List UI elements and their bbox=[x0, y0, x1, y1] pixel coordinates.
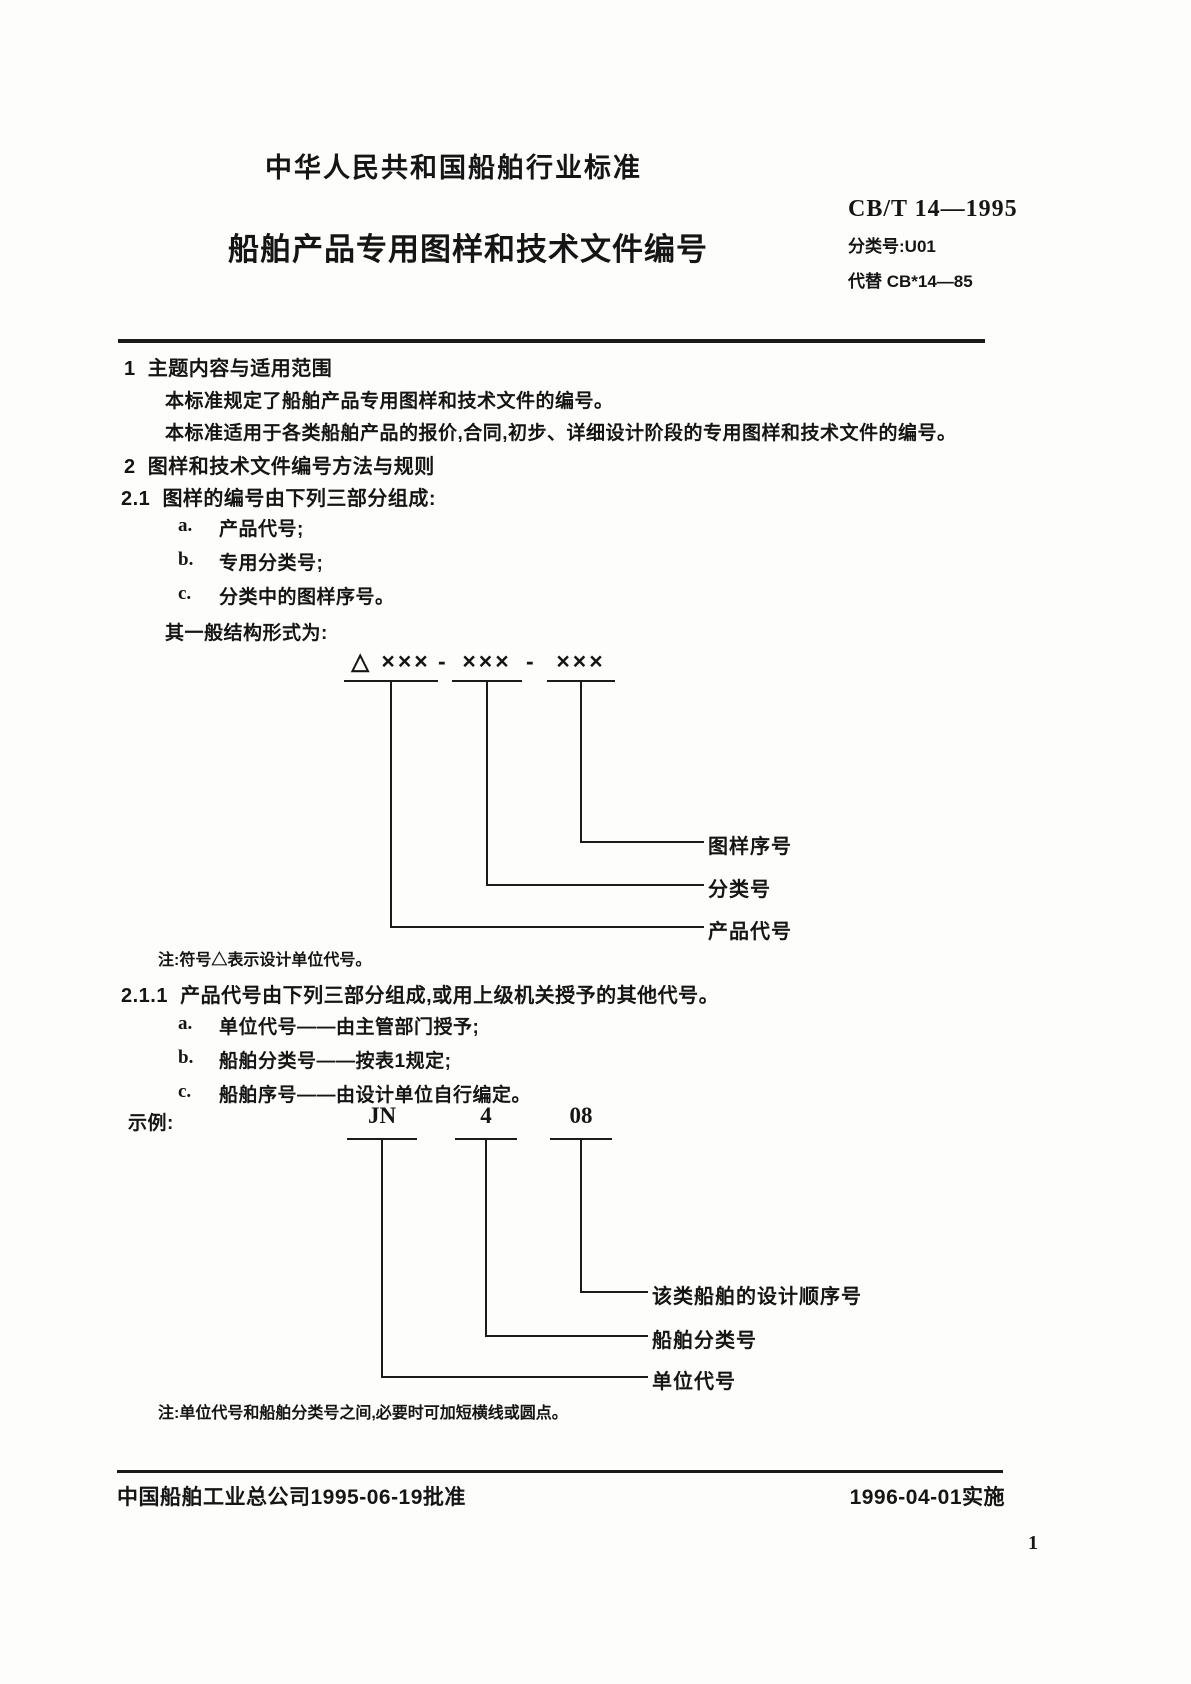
connector-line-horizontal bbox=[390, 926, 704, 928]
formula-label-drawing-serial: 图样序号 bbox=[708, 836, 792, 858]
example-label-design-sequence: 该类船舶的设计顺序号 bbox=[652, 1286, 862, 1308]
connector-line-vertical bbox=[486, 680, 488, 886]
connector-line-vertical bbox=[390, 680, 392, 928]
connector-line-horizontal bbox=[485, 1335, 648, 1337]
list-item-letter: b. bbox=[178, 549, 194, 570]
connector-line-vertical bbox=[381, 1138, 383, 1378]
formula-label-product-code: 产品代号 bbox=[708, 921, 792, 943]
section-2-1-heading: 2.1 图样的编号由下列三部分组成: bbox=[121, 482, 436, 511]
section-2-title: 图样和技术文件编号方法与规则 bbox=[147, 456, 435, 478]
structure-intro: 其一般结构形式为: bbox=[165, 623, 328, 644]
implementation-date: 1996-04-01实施 bbox=[849, 1486, 1005, 1509]
list-item-text: 专用分类号; bbox=[219, 553, 324, 574]
example-code-class: 4 bbox=[480, 1103, 492, 1128]
formula-dash: - bbox=[438, 648, 449, 674]
section-2-1-1-number: 2.1.1 bbox=[121, 985, 168, 1007]
connector-line-vertical bbox=[580, 680, 582, 843]
list-item-text: 产品代号; bbox=[219, 519, 304, 540]
note-triangle-symbol: 注:符号△表示设计单位代号。 bbox=[158, 952, 372, 969]
formula-group-product-code: △ ××× bbox=[351, 648, 431, 674]
list-item-letter: b. bbox=[178, 1047, 194, 1068]
section-1-paragraph-1: 本标准规定了船舶产品专用图样和技术文件的编号。 bbox=[165, 391, 614, 412]
section-1-title: 主题内容与适用范围 bbox=[147, 358, 333, 380]
list-item-text: 船舶分类号——按表1规定; bbox=[219, 1051, 452, 1072]
connector-line-horizontal bbox=[381, 1376, 648, 1378]
section-2-number: 2 bbox=[124, 456, 136, 478]
approval-statement: 中国船舶工业总公司1995-06-19批准 bbox=[117, 1486, 466, 1509]
section-2-1-text: 图样的编号由下列三部分组成: bbox=[162, 488, 437, 510]
formula-group-class-no: ××× bbox=[462, 648, 512, 674]
replaces-label: 代替 CB*14—85 bbox=[848, 272, 973, 291]
example-code-unit: JN bbox=[367, 1103, 397, 1128]
formula-label-class-no: 分类号 bbox=[708, 879, 771, 901]
formula-group-serial-no: ××× bbox=[556, 648, 606, 674]
section-2-1-1-heading: 2.1.1 产品代号由下列三部分组成,或用上级机关授予的其他代号。 bbox=[121, 979, 719, 1008]
page-number: 1 bbox=[1028, 1532, 1038, 1554]
connector-line-vertical bbox=[580, 1138, 582, 1293]
industry-standard-label: 中华人民共和国船舶行业标准 bbox=[265, 153, 642, 183]
connector-line-horizontal bbox=[580, 841, 704, 843]
section-1-number: 1 bbox=[124, 358, 136, 380]
list-item-text: 单位代号——由主管部门授予; bbox=[219, 1017, 480, 1038]
note-separator: 注:单位代号和船舶分类号之间,必要时可加短横线或圆点。 bbox=[158, 1405, 568, 1422]
classification-number: 分类号:U01 bbox=[848, 237, 936, 256]
section-1-heading: 1 主题内容与适用范围 bbox=[124, 352, 332, 381]
section-2-1-number: 2.1 bbox=[121, 488, 151, 510]
connector-line-horizontal bbox=[580, 1291, 648, 1293]
formula-dash: - bbox=[526, 648, 537, 674]
example-label: 示例: bbox=[128, 1113, 174, 1134]
list-item-text: 分类中的图样序号。 bbox=[219, 587, 395, 608]
connector-line-vertical bbox=[485, 1138, 487, 1337]
footer-divider bbox=[117, 1470, 1003, 1473]
list-item-letter: c. bbox=[178, 1081, 192, 1102]
section-2-heading: 2 图样和技术文件编号方法与规则 bbox=[124, 450, 435, 479]
standard-number: CB/T 14—1995 bbox=[848, 196, 1018, 222]
list-item-letter: c. bbox=[178, 583, 192, 604]
document-title: 船舶产品专用图样和技术文件编号 bbox=[228, 232, 708, 267]
list-item-text: 船舶序号——由设计单位自行编定。 bbox=[219, 1085, 532, 1106]
section-1-paragraph-2: 本标准适用于各类船舶产品的报价,合同,初步、详细设计阶段的专用图样和技术文件的编… bbox=[165, 423, 957, 444]
example-label-unit-code: 单位代号 bbox=[652, 1371, 736, 1393]
example-label-ship-class: 船舶分类号 bbox=[652, 1330, 757, 1352]
example-code-sequence: 08 bbox=[569, 1103, 593, 1128]
list-item-letter: a. bbox=[178, 515, 193, 536]
section-2-1-1-text: 产品代号由下列三部分组成,或用上级机关授予的其他代号。 bbox=[180, 985, 720, 1007]
list-item-letter: a. bbox=[178, 1013, 193, 1034]
connector-line-horizontal bbox=[486, 884, 704, 886]
header-divider bbox=[118, 339, 985, 343]
